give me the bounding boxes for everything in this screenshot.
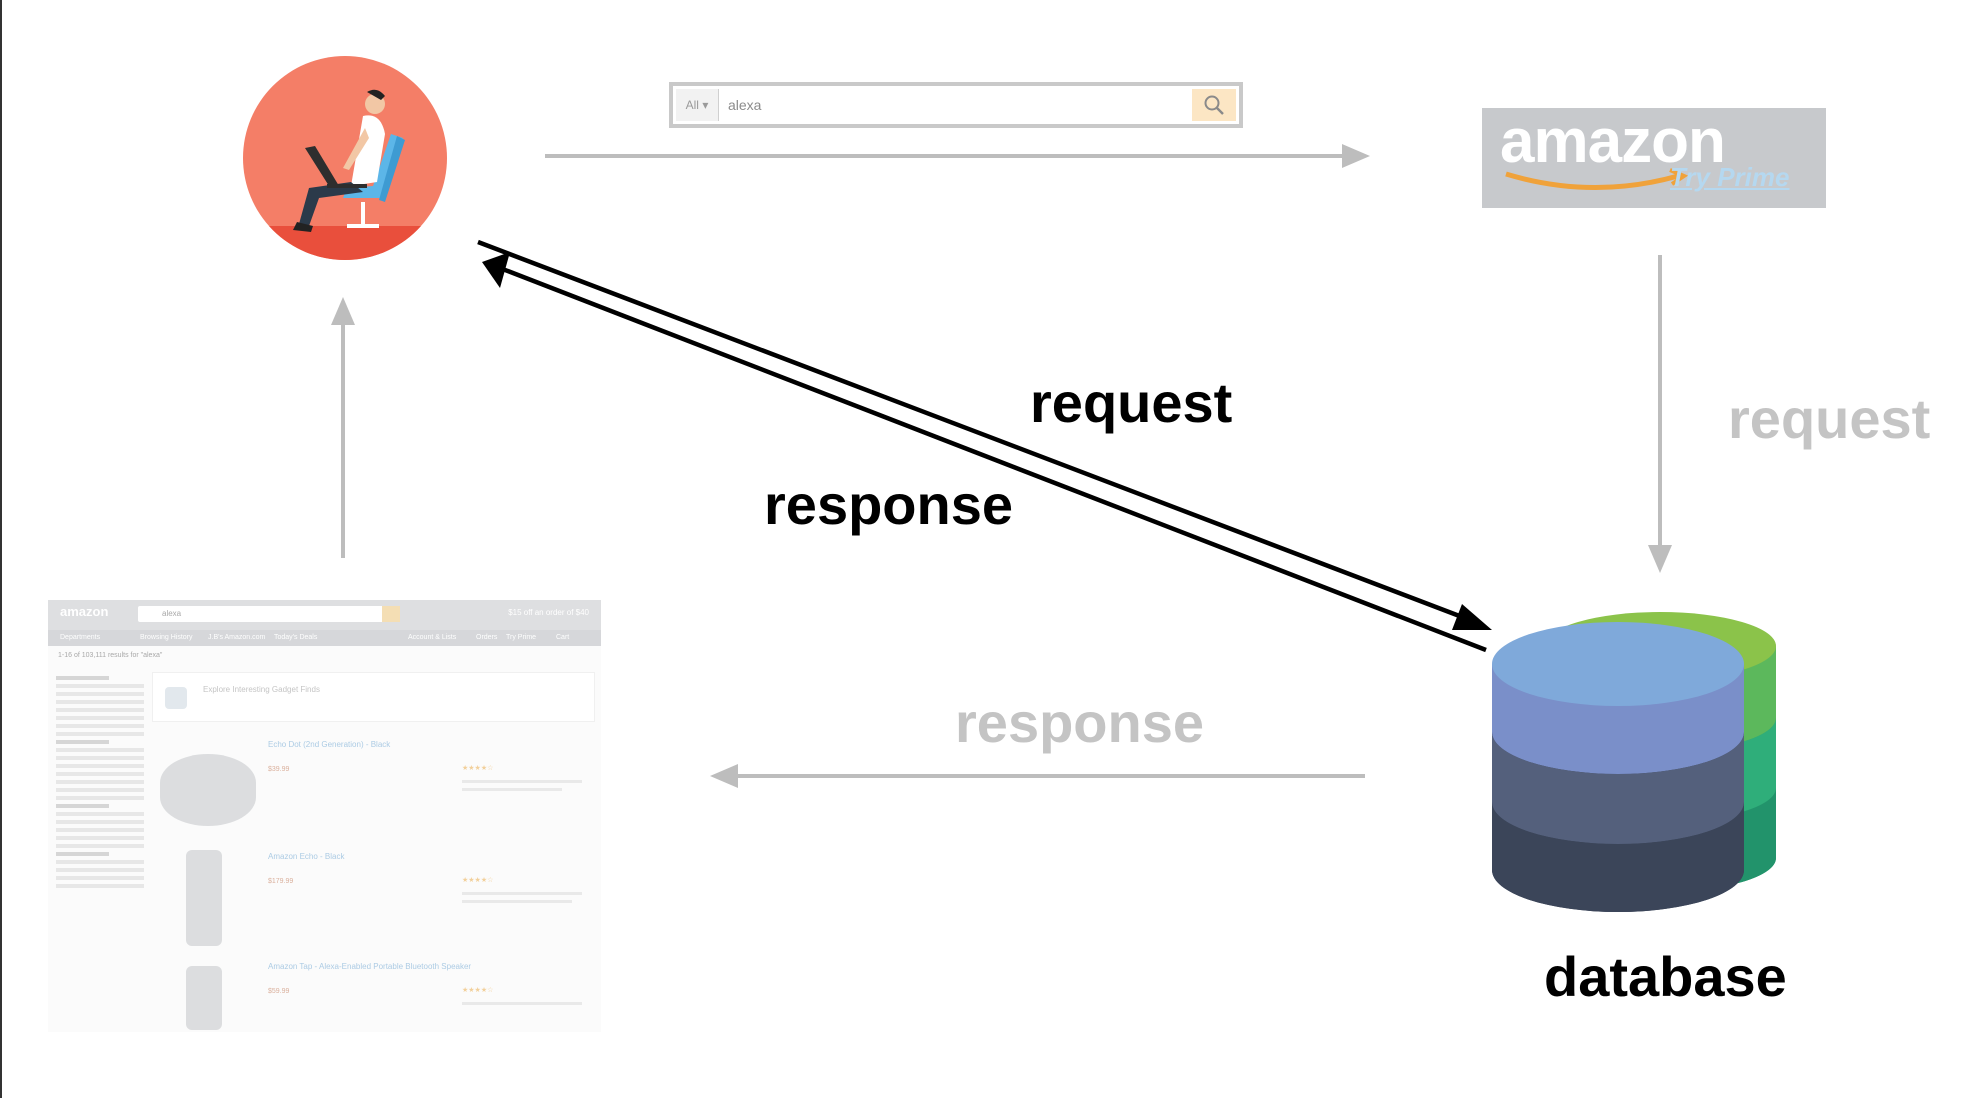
results-nav-item: Account & Lists	[408, 634, 457, 641]
results-nav-item: Departments	[60, 634, 101, 641]
result-price: $59.99	[268, 988, 290, 995]
results-list: Explore Interesting Gadget Finds Echo Do…	[152, 672, 595, 1030]
result-item: Amazon Tap - Alexa-Enabled Portable Blue…	[152, 960, 595, 1032]
search-icon	[1204, 95, 1224, 115]
result-title: Amazon Echo - Black	[268, 852, 345, 861]
rating-stars-icon: ★★★★☆	[462, 987, 494, 994]
result-title: Echo Dot (2nd Generation) - Black	[268, 740, 391, 749]
amazon-logo: amazon Try Prime	[1482, 107, 1826, 208]
arrow-database-to-results	[710, 764, 1365, 788]
results-banner-title: Explore Interesting Gadget Finds	[203, 685, 320, 694]
results-nav-item: Today's Deals	[274, 634, 318, 641]
response-label-server: response	[955, 691, 1204, 754]
results-search-button	[382, 606, 400, 622]
response-label-direct: response	[764, 473, 1013, 536]
database-icon	[1492, 612, 1776, 912]
search-category[interactable]: All ▾	[676, 89, 719, 121]
results-nav: Departments Browsing History J.B's Amazo…	[48, 630, 601, 646]
user-icon	[243, 56, 447, 260]
gadget-icon	[165, 687, 187, 709]
search-bar[interactable]: All ▾ alexa	[669, 82, 1243, 128]
result-title: Amazon Tap - Alexa-Enabled Portable Blue…	[268, 962, 472, 971]
results-page-screenshot: amazon alexa $15 off an order of $40 Dep…	[48, 600, 601, 1032]
results-search-box: alexa	[138, 606, 400, 622]
search-button[interactable]	[1192, 89, 1236, 121]
results-nav-item: Orders	[476, 634, 498, 641]
results-nav-item: J.B's Amazon.com	[208, 634, 266, 641]
arrow-response-direct	[482, 252, 1487, 653]
amazon-wordmark: amazon	[1500, 107, 1726, 176]
results-promo: $15 off an order of $40	[508, 608, 589, 617]
arrow-results-to-user	[331, 297, 355, 558]
echo-dot-image	[160, 754, 256, 826]
results-header: amazon alexa $15 off an order of $40	[48, 600, 601, 630]
arrow-amazon-to-database	[1648, 255, 1672, 573]
result-item: Echo Dot (2nd Generation) - Black $39.99…	[152, 738, 595, 848]
results-banner: Explore Interesting Gadget Finds	[152, 672, 595, 722]
results-nav-item: Try Prime	[506, 634, 537, 641]
left-border	[0, 0, 2, 1098]
tap-image	[186, 966, 222, 1030]
amazon-tagline: Try Prime	[1670, 162, 1790, 192]
result-price: $179.99	[268, 878, 294, 885]
echo-image	[186, 850, 222, 946]
result-item: Amazon Echo - Black $179.99 ★★★★☆	[152, 850, 595, 960]
amazon-smile-icon	[1505, 168, 1689, 190]
request-label-server: request	[1728, 387, 1931, 450]
arrow-user-to-amazon	[545, 144, 1370, 168]
results-sidebar	[56, 672, 144, 892]
results-nav-item: Cart	[556, 634, 570, 641]
database-label: database	[1544, 945, 1787, 1008]
rating-stars-icon: ★★★★☆	[462, 877, 494, 884]
results-count: 1-16 of 103,111 results for "alexa"	[58, 652, 163, 659]
request-label-direct: request	[1030, 371, 1233, 434]
rating-stars-icon: ★★★★☆	[462, 765, 494, 772]
result-price: $39.99	[268, 766, 290, 773]
search-input[interactable]: alexa	[728, 97, 762, 113]
results-search-query: alexa	[162, 609, 182, 618]
results-logo: amazon	[60, 604, 109, 619]
results-nav-item: Browsing History	[140, 634, 193, 641]
arrow-request-direct	[477, 239, 1492, 630]
